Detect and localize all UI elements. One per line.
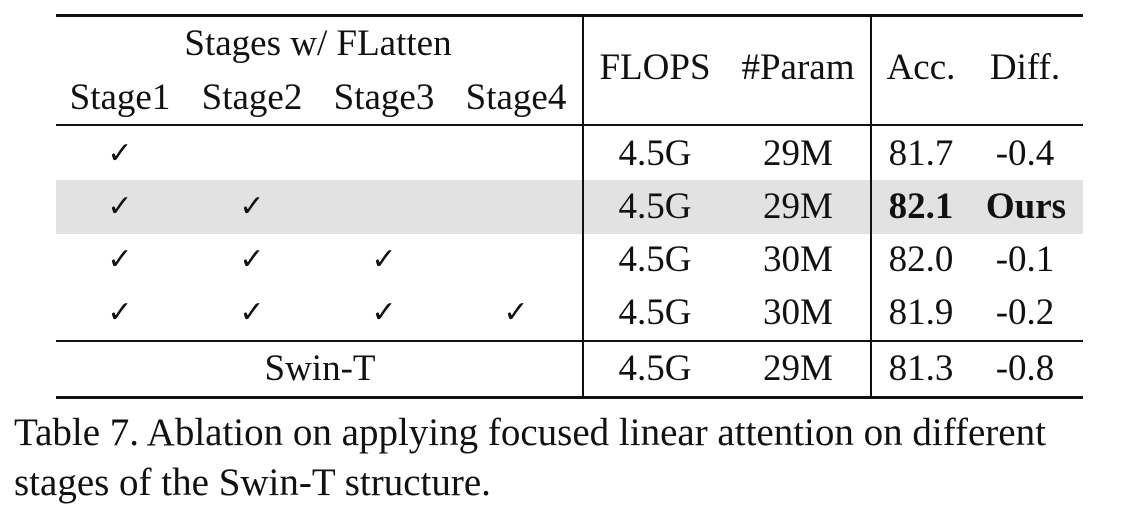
table-bottom-rule: [56, 396, 1083, 399]
stages-divider: [582, 15, 584, 398]
row2-stage1-check: ✓: [107, 189, 133, 224]
row2-acc: 82.1: [888, 186, 954, 227]
row3-stage3-check: ✓: [371, 242, 397, 277]
diff-header: Diff.: [989, 47, 1061, 88]
row4-diff: -0.2: [995, 292, 1055, 333]
stage-header-1: Stage1: [69, 77, 171, 118]
row4-stage1-check: ✓: [107, 295, 133, 330]
metrics-divider: [870, 15, 872, 398]
param-header: #Param: [741, 47, 855, 88]
row3-acc: 82.0: [888, 239, 954, 280]
baseline-separator-rule: [56, 340, 1083, 342]
baseline-label: Swin-T: [264, 348, 376, 389]
baseline-diff: -0.8: [995, 348, 1055, 389]
caption-line-1: Table 7. Ablation on applying focused li…: [14, 411, 1046, 454]
row2-param: 29M: [763, 186, 833, 227]
row3-stage1-check: ✓: [107, 242, 133, 277]
row4-flops: 4.5G: [618, 292, 692, 333]
row2-diff: Ours: [985, 186, 1067, 227]
caption-line-2: stages of the Swin-T structure.: [14, 461, 491, 504]
row4-stage3-check: ✓: [371, 295, 397, 330]
ablation-table: Stages w/ FLatten Stage1 Stage2 Stage3 S…: [56, 14, 1083, 399]
row4-acc: 81.9: [888, 292, 954, 333]
row2-stage2-check: ✓: [239, 189, 265, 224]
table-caption: Table 7. Ablation on applying focused li…: [14, 408, 1134, 508]
header-bottom-rule: [56, 124, 1083, 126]
row3-stage2-check: ✓: [239, 242, 265, 277]
flops-header: FLOPS: [599, 47, 711, 88]
row1-diff: -0.4: [995, 133, 1055, 174]
row2-flops: 4.5G: [618, 186, 692, 227]
row3-param: 30M: [763, 239, 833, 280]
group-header: Stages w/ FLatten: [184, 23, 452, 64]
row4-stage4-check: ✓: [503, 295, 529, 330]
row4-stage2-check: ✓: [239, 295, 265, 330]
row3-diff: -0.1: [995, 239, 1055, 280]
stage-header-4: Stage4: [465, 77, 567, 118]
highlighted-row-background: [56, 180, 1083, 234]
baseline-param: 29M: [763, 348, 833, 389]
row1-flops: 4.5G: [618, 133, 692, 174]
row1-acc: 81.7: [888, 133, 954, 174]
baseline-flops: 4.5G: [618, 348, 692, 389]
stage-header-3: Stage3: [333, 77, 435, 118]
row4-param: 30M: [763, 292, 833, 333]
baseline-acc: 81.3: [888, 348, 954, 389]
stage-header-2: Stage2: [201, 77, 303, 118]
row1-stage1-check: ✓: [107, 136, 133, 171]
row1-param: 29M: [763, 133, 833, 174]
table-top-rule: [56, 14, 1083, 17]
row3-flops: 4.5G: [618, 239, 692, 280]
acc-header: Acc.: [886, 47, 956, 88]
